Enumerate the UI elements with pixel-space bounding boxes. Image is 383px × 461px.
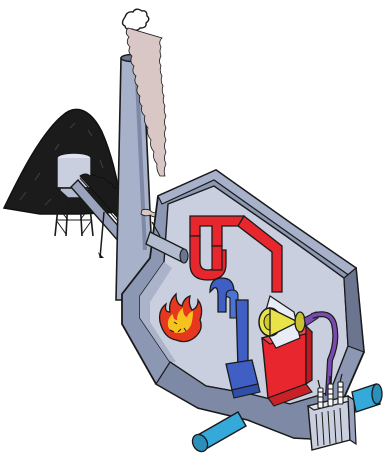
smoke-puff — [123, 9, 149, 30]
